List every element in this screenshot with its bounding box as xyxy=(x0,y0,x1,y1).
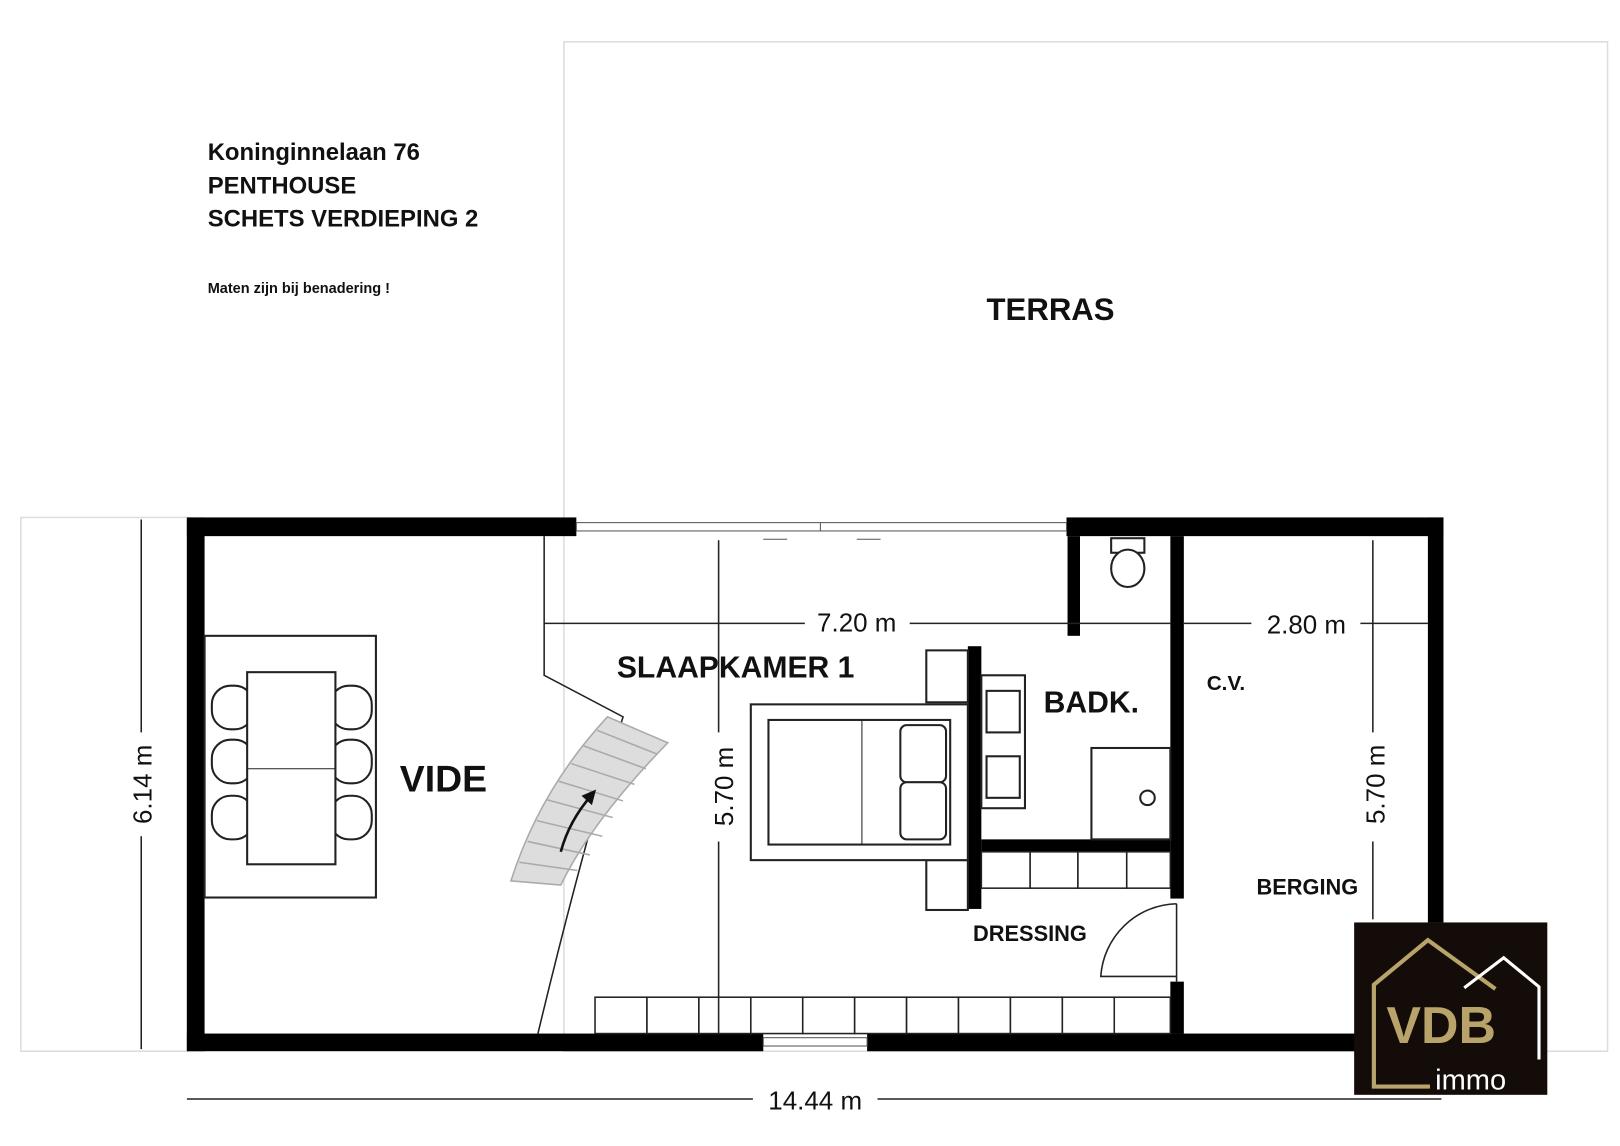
dim-storage-depth: 5.70 m xyxy=(1360,745,1390,824)
walls xyxy=(186,517,1444,1052)
room-badk: BADK. xyxy=(1044,687,1139,720)
closets xyxy=(594,851,1172,1035)
logo-text: VDB xyxy=(1386,997,1496,1055)
room-cv: C.V. xyxy=(1207,672,1245,695)
sheet-title: SCHETS VERDIEPING 2 xyxy=(208,206,479,233)
terras-outline xyxy=(563,41,1609,1052)
door xyxy=(1099,902,1178,982)
windows xyxy=(575,522,1068,1047)
dim-storage-width: 2.80 m xyxy=(1267,610,1346,640)
bathroom-fixtures xyxy=(980,537,1172,841)
left-outline xyxy=(19,516,188,1052)
room-vide: VIDE xyxy=(400,758,487,800)
approx-note: Maten zijn bij benadering ! xyxy=(208,281,390,297)
bed xyxy=(749,649,969,912)
dim-bedroom-width: 7.20 m xyxy=(817,608,896,638)
dim-bedroom-depth: 5.70 m xyxy=(709,747,739,826)
vdb-immo-logo: VDB immo xyxy=(1354,922,1548,1097)
unit-title: PENTHOUSE xyxy=(208,172,357,199)
address-title: Koninginnelaan 76 xyxy=(208,139,420,166)
room-dressing: DRESSING xyxy=(973,921,1087,946)
room-slaapkamer: SLAAPKAMER 1 xyxy=(617,651,855,684)
dim-total-width: 14.44 m xyxy=(768,1085,862,1115)
room-terras: TERRAS xyxy=(987,292,1115,327)
room-berging: BERGING xyxy=(1257,874,1359,899)
dim-total-depth: 6.14 m xyxy=(128,745,158,824)
dining-set xyxy=(203,634,377,899)
staircase xyxy=(509,715,670,886)
dimension-lines xyxy=(140,519,1442,1100)
logo-subtext: immo xyxy=(1435,1065,1506,1097)
